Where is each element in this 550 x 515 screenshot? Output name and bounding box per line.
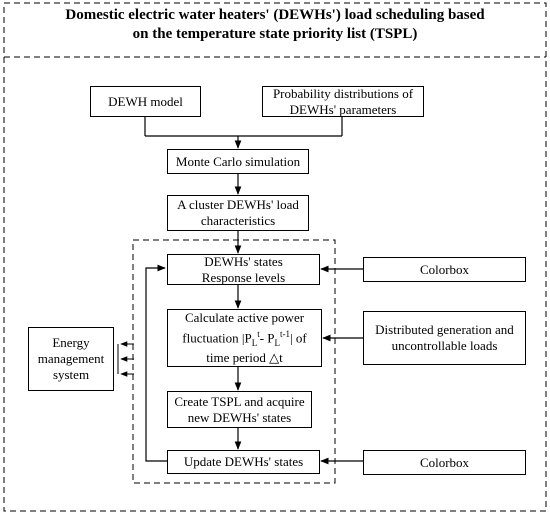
outer-dashed-frame — [3, 2, 547, 512]
calculate-power-box: Calculate active power fluctuation |PLt-… — [167, 309, 322, 367]
dewh-model-box: DEWH model — [90, 86, 201, 117]
title-line-2: on the temperature state priority list (… — [132, 26, 418, 42]
states-line-2: Response levels — [201, 269, 286, 285]
monte-carlo-box: Monte Carlo simulation — [167, 149, 309, 174]
dewh-states-box: DEWHs' states Response levels — [167, 254, 320, 285]
colorbox-bottom-box: Colorbox — [363, 450, 526, 475]
distributed-generation-box: Distributed generation and uncontrollabl… — [363, 311, 526, 365]
calc-sub-1: L — [251, 337, 258, 348]
cluster-line-1: A cluster DEWHs' load — [177, 197, 299, 212]
colorbox-bottom-label: Colorbox — [419, 454, 470, 470]
energy-line-1: Energy — [52, 335, 90, 350]
tspl-line-1: Create TSPL and acquire — [174, 393, 305, 409]
dewh-model-label: DEWH model — [108, 93, 183, 109]
calc-line-1: Calculate active power — [184, 309, 305, 325]
calc-line-2-post: | of — [290, 329, 307, 345]
colorbox-top-box: Colorbox — [363, 257, 526, 282]
diagram-title: Domestic electric water heaters' (DEWHs'… — [4, 6, 546, 44]
monte-carlo-label: Monte Carlo simulation — [175, 153, 301, 169]
loop-dashed-frame — [132, 239, 336, 484]
update-states-box: Update DEWHs' states — [167, 450, 320, 474]
distributed-line-2: uncontrollable loads — [391, 338, 498, 353]
calc-mid: - P — [259, 329, 275, 345]
calc-sub-2: L — [274, 337, 281, 348]
feedback-loop-connector — [145, 264, 167, 462]
probability-distributions-box: Probability distributions of DEWHs' para… — [262, 86, 424, 117]
cluster-characteristics-box: A cluster DEWHs' load characteristics — [167, 195, 309, 231]
calc-sup-1: t — [257, 328, 260, 339]
states-line-1: DEWHs' states — [204, 253, 283, 269]
prob-dist-line-2: DEWHs' parameters — [289, 101, 397, 117]
calc-line-2-pre: fluctuation |P — [182, 329, 252, 345]
calc-line-3: time period △t — [206, 350, 283, 366]
colorbox-top-label: Colorbox — [419, 261, 470, 277]
update-label: Update DEWHs' states — [183, 454, 304, 469]
calc-sup-2: t-1 — [280, 328, 291, 339]
calc-line-2: fluctuation |PLt- PLt-1| of — [182, 326, 306, 351]
title-line-1: Domestic electric water heaters' (DEWHs'… — [65, 7, 485, 23]
energy-line-3: system — [52, 367, 90, 382]
energy-line-2: management — [37, 351, 105, 366]
cluster-line-2: characteristics — [200, 213, 276, 228]
create-tspl-box: Create TSPL and acquire new DEWHs' state… — [167, 391, 312, 428]
tspl-line-2: new DEWHs' states — [187, 409, 292, 425]
energy-management-box: Energy management system — [28, 327, 114, 391]
distributed-line-1: Distributed generation and — [375, 322, 514, 337]
prob-dist-line-1: Probability distributions of — [272, 85, 414, 101]
